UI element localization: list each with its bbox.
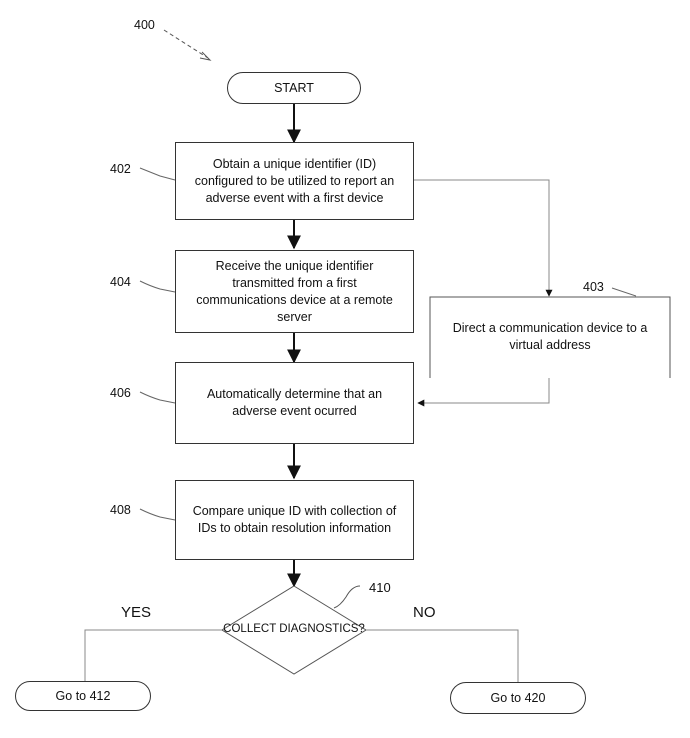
step-404-ref: 404 [110, 275, 131, 289]
decision-diamond [221, 585, 367, 675]
step-404-box: Receive the unique identifier transmitte… [175, 250, 414, 333]
side-step-frame [429, 296, 671, 378]
arrow-403-to-406 [417, 378, 550, 407]
no-label: NO [413, 604, 436, 621]
outcome-no-terminal: Go to 420 [450, 682, 586, 714]
step-403-box: Direct a communication device to a virtu… [431, 298, 669, 376]
yes-label: YES [121, 604, 152, 621]
ref-404-leader [139, 280, 176, 293]
start-terminal: START [227, 72, 361, 104]
step-408-box: Compare unique ID with collection of IDs… [175, 480, 414, 560]
decision-label: COLLECT DIAGNOSTICS? [223, 623, 365, 635]
branch-no [366, 629, 519, 682]
ref-400-leader [163, 29, 209, 59]
step-406-ref: 406 [110, 386, 131, 400]
ref-400-arrowhead [199, 51, 212, 61]
ref-406-leader [139, 391, 176, 404]
ref-408-leader [139, 508, 176, 521]
ref-402-leader [139, 167, 176, 181]
step-402-ref: 402 [110, 162, 131, 176]
step-406-box: Automatically determine that an adverse … [175, 362, 414, 444]
ref-410-leader [333, 585, 361, 609]
decision-ref: 410 [369, 580, 391, 595]
outcome-yes-terminal: Go to 412 [15, 681, 151, 711]
step-408-ref: 408 [110, 503, 131, 517]
step-402-box: Obtain a unique identifier (ID) configur… [175, 142, 414, 220]
branch-yes [84, 629, 222, 682]
figure-ref-label: 400 [134, 18, 155, 32]
arrow-402-to-403 [414, 179, 553, 297]
ref-403-leader [611, 287, 637, 297]
step-403-ref: 403 [583, 280, 604, 294]
